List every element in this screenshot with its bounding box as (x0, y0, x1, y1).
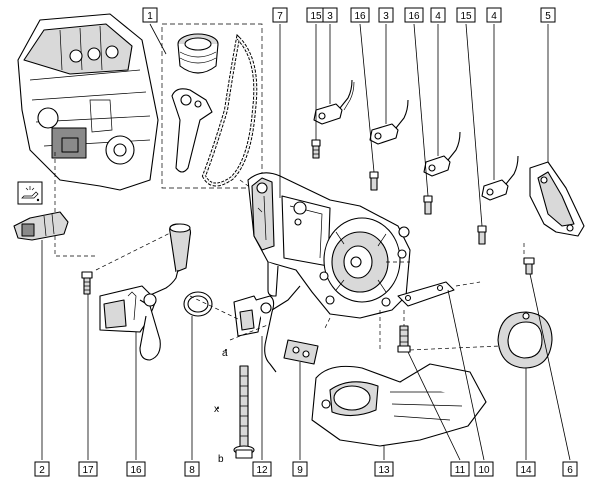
bolt-6 (523, 257, 535, 275)
svg-text:1: 1 (147, 11, 153, 22)
callout-3-b: 3 (378, 7, 394, 23)
svg-text:16: 16 (408, 11, 420, 22)
callout-6: 6 (562, 461, 578, 477)
svg-text:16: 16 (130, 465, 142, 476)
callout-16-a: 16 (350, 7, 370, 23)
svg-text:13: 13 (378, 465, 390, 476)
engine-assembly (17, 13, 159, 191)
callout-15-b: 15 (456, 7, 476, 23)
svg-text:9: 9 (297, 465, 303, 476)
callout-5: 5 (540, 7, 556, 23)
callout-4-b: 4 (486, 7, 502, 23)
bolt-15-left (311, 139, 321, 159)
callout-4-a: 4 (430, 7, 446, 23)
bolt-17-leader (95, 231, 173, 271)
seal-ring-14 (497, 311, 553, 369)
callout-10: 10 (474, 461, 494, 477)
mark-a: a (222, 348, 228, 359)
oil-jet-3-center (369, 99, 409, 145)
bolt-15-right (477, 225, 487, 245)
callout-14: 14 (516, 461, 536, 477)
oil-jet-4-a (423, 131, 461, 177)
dash-leader-f (409, 345, 501, 351)
callout-8: 8 (184, 461, 200, 477)
callout-9: 9 (292, 461, 308, 477)
long-bolt-12 (233, 365, 255, 459)
oil-jet-3-left (313, 79, 355, 125)
gasket-10 (397, 281, 455, 307)
callout-7: 7 (272, 7, 288, 23)
svg-text:15: 15 (460, 11, 472, 22)
callout-2: 2 (34, 461, 50, 477)
svg-text:14: 14 (520, 465, 532, 476)
oil-pickup-baffle-13 (311, 363, 487, 447)
svg-text:2: 2 (39, 465, 45, 476)
svg-text:4: 4 (491, 11, 497, 22)
dash-leader-a (189, 295, 241, 321)
svg-text:8: 8 (189, 465, 195, 476)
callout-11: 11 (450, 461, 470, 477)
callout-16-b: 16 (404, 7, 424, 23)
svg-text:5: 5 (545, 11, 551, 22)
svg-text:3: 3 (327, 11, 333, 22)
dash-leader-b (229, 323, 271, 341)
callout-leaders (41, 23, 571, 461)
timing-chain-kit (161, 23, 263, 189)
callouts-top: 1 7 15 3 16 3 16 4 15 4 5 (142, 7, 556, 23)
callout-17: 17 (78, 461, 98, 477)
bolt-16-a (369, 171, 379, 191)
dash-leader-c (323, 317, 331, 331)
oil-pressure-warning-icon (17, 181, 43, 205)
callout-1: 1 (142, 7, 158, 23)
svg-text:6: 6 (567, 465, 573, 476)
oil-jet-4-b (481, 155, 519, 201)
bolt-11 (397, 325, 411, 353)
svg-text:17: 17 (82, 465, 94, 476)
o-ring-8 (183, 291, 213, 317)
callout-16-c: 16 (126, 461, 146, 477)
svg-text:7: 7 (277, 11, 283, 22)
oil-pressure-sensor (13, 211, 69, 241)
mark-x: x (214, 404, 219, 415)
callout-12: 12 (252, 461, 272, 477)
oil-pump-housing (247, 172, 411, 319)
svg-text:16: 16 (354, 11, 366, 22)
callout-13: 13 (374, 461, 394, 477)
callout-15-a: 15 (306, 7, 326, 23)
dash-leader-i (455, 281, 481, 287)
oil-level-sensor-16 (99, 223, 192, 361)
bolt-16-b (423, 195, 433, 215)
svg-text:3: 3 (383, 11, 389, 22)
svg-text:10: 10 (478, 465, 490, 476)
callout-3-a: 3 (322, 7, 338, 23)
oil-level-sensor-12 (233, 285, 301, 373)
svg-text:15: 15 (310, 11, 322, 22)
bolt-17 (81, 271, 93, 295)
svg-text:12: 12 (256, 465, 268, 476)
svg-text:11: 11 (455, 465, 466, 476)
mark-b: b (218, 454, 224, 465)
bracket-5 (529, 161, 585, 237)
svg-text:4: 4 (435, 11, 441, 22)
callouts-bottom: 2 17 16 8 12 9 13 11 10 14 6 (34, 461, 578, 477)
gasket-9 (283, 339, 319, 365)
